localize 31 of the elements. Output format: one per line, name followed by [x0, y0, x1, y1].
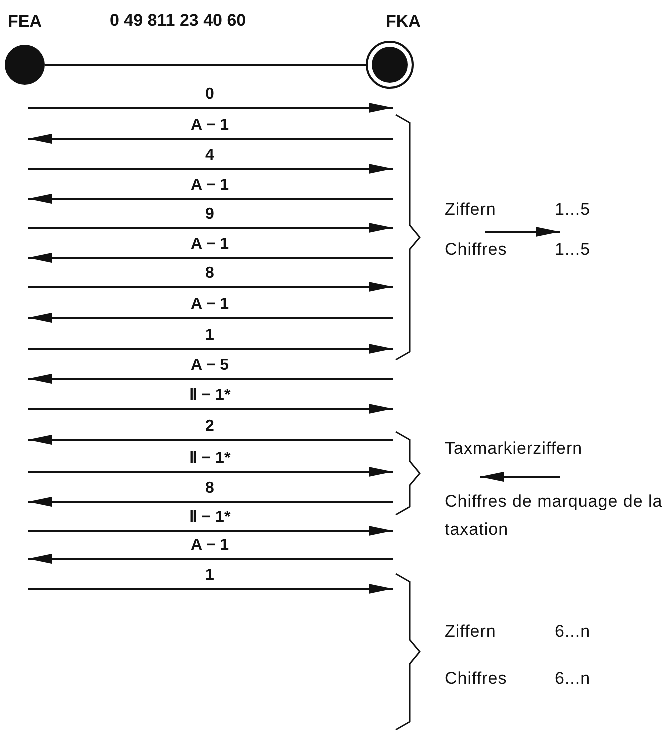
- signal-label: 0: [206, 86, 214, 104]
- annotation-text: Chiffres: [445, 670, 508, 688]
- signal-label: A − 1: [190, 236, 230, 254]
- annotation-text: Chiffres de marquage de la taxation: [445, 491, 664, 541]
- annotation-text: Chiffres: [445, 241, 508, 259]
- signal-label: 8: [206, 480, 214, 498]
- signal-label: A − 1: [190, 537, 230, 555]
- annotation-text: Taxmarkierziffern: [445, 440, 583, 458]
- annotation-text: 6...n: [555, 623, 591, 641]
- connection-line: [45, 64, 366, 66]
- signal-label: Ⅱ − 1*: [189, 387, 231, 405]
- signal-label: A − 5: [190, 357, 230, 375]
- signal-label: Ⅱ − 1*: [189, 450, 231, 468]
- signal-label: A − 1: [190, 177, 230, 195]
- annotation-text: Ziffern: [445, 201, 496, 219]
- signal-label: 8: [206, 265, 214, 283]
- annotation-text: 1...5: [555, 241, 591, 259]
- node-label: FEA: [8, 12, 42, 32]
- signal-label: A − 1: [190, 117, 230, 135]
- signal-label: 1: [206, 327, 214, 345]
- signal-label: 9: [206, 206, 214, 224]
- annotation-text: 1...5: [555, 201, 591, 219]
- digit-sequence: 0 49 811 23 40 60: [110, 12, 246, 30]
- annotation-text: Ziffern: [445, 623, 496, 641]
- annotation-text: 6...n: [555, 670, 591, 688]
- signal-label: 4: [206, 147, 214, 165]
- signal-label: Ⅱ − 1*: [189, 509, 231, 527]
- node-label: FKA: [386, 12, 421, 32]
- signal-label: 2: [206, 418, 214, 436]
- signal-label: 1: [206, 567, 214, 585]
- signal-label: A − 1: [190, 296, 230, 314]
